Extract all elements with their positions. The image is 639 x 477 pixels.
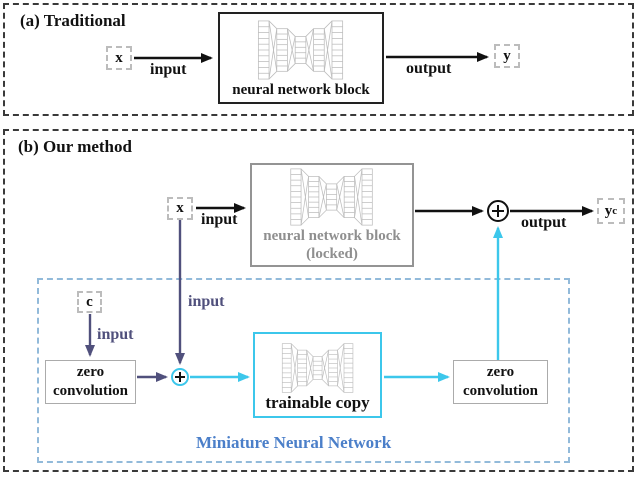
miniature-network-frame: [37, 278, 570, 463]
nn-glyph-icon: [290, 168, 373, 226]
variable-x-a: x: [106, 46, 132, 70]
panel-a-frame: [3, 3, 634, 116]
zero-conv-left-line2: convolution: [52, 383, 128, 399]
miniature-network-label: Miniature Neural Network: [196, 433, 392, 452]
add-circle-cyan-icon: [171, 368, 189, 386]
plus-vertical: [179, 372, 181, 382]
panel-b-frame: [3, 129, 634, 472]
nn-block-a-label: neural network block: [232, 82, 370, 98]
variable-c: c: [77, 291, 102, 313]
variable-x-b: x: [167, 197, 193, 220]
panel-b-title: (b) Our method: [18, 137, 132, 156]
locked-label-line2: (locked): [306, 246, 358, 262]
neural-network-block-a: neural network block: [218, 12, 384, 104]
trainable-copy-label: trainable copy: [265, 393, 370, 412]
zero-convolution-right: zero convolution: [453, 360, 548, 404]
add-circle-icon: [487, 200, 509, 222]
input-label-a: input: [150, 61, 187, 78]
input-label-c-branch: input: [97, 326, 134, 343]
nn-glyph-icon: [281, 343, 353, 393]
yc-subscript: c: [612, 205, 618, 217]
locked-label-line1: neural network block: [263, 228, 401, 244]
zero-conv-right-line1: zero: [486, 364, 515, 380]
trainable-copy-block: trainable copy: [253, 332, 382, 418]
zero-convolution-left: zero convolution: [45, 360, 136, 404]
input-label-b-top: input: [201, 211, 238, 228]
nn-glyph-icon: [257, 20, 344, 80]
input-label-x-branch: input: [188, 293, 225, 310]
zero-conv-right-line2: convolution: [462, 383, 538, 399]
output-label-a: output: [406, 60, 452, 77]
variable-y-a: y: [494, 44, 520, 68]
neural-network-block-locked: neural network block (locked): [250, 163, 414, 267]
output-label-b: output: [521, 214, 567, 231]
zero-conv-left-line1: zero: [76, 364, 105, 380]
plus-vertical: [497, 204, 499, 218]
panel-a-title: (a) Traditional: [20, 11, 126, 30]
yc-base: y: [604, 202, 613, 219]
